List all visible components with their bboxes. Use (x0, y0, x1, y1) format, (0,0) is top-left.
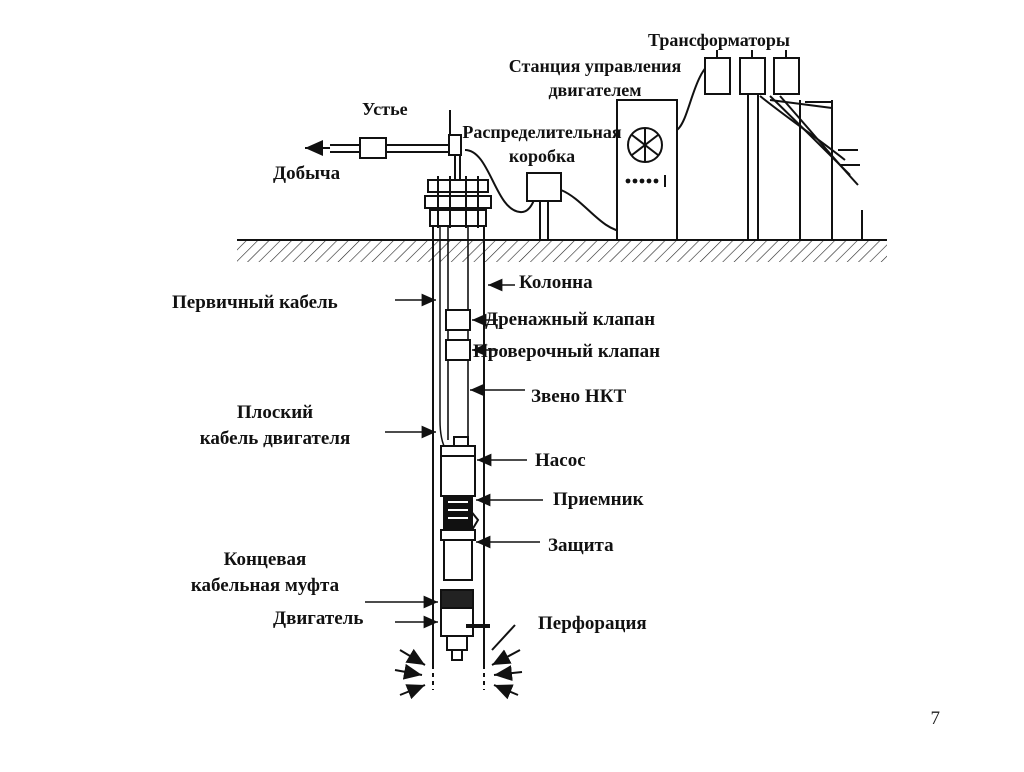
label-end-splice-line2: кабельная муфта (190, 574, 340, 596)
label-protector: Защита (548, 535, 614, 556)
box-to-station-cable (560, 189, 626, 233)
label-motor: Двигатель (273, 608, 364, 629)
label-casing: Колонна (519, 272, 593, 293)
surface-cable (464, 149, 535, 214)
label-primary-cable: Первичный кабель (172, 292, 338, 313)
label-end-splice: Концевая кабельная муфта (160, 549, 370, 598)
ground (237, 239, 887, 262)
label-control-station-line1: Станция управления (508, 56, 682, 76)
junction-box (526, 172, 562, 240)
page-number: 7 (930, 708, 941, 729)
label-production: Добыча (273, 163, 341, 184)
callout-lines (365, 278, 543, 629)
valves (445, 309, 471, 361)
control-station (616, 99, 678, 241)
label-transformers: Трансформаторы (648, 30, 790, 50)
label-flat-cable-line2: кабель двигателя (199, 427, 351, 449)
label-intake: Приемник (553, 489, 644, 510)
wellhead (424, 176, 492, 228)
protector-body (440, 529, 476, 581)
label-wellhead: Устье (362, 99, 408, 119)
label-drain-valve: Дренажный клапан (485, 309, 656, 330)
label-junction-box: Распределительная коробка (444, 122, 640, 167)
label-junction-box-line2: коробка (508, 145, 576, 166)
perforation-marks (394, 624, 523, 700)
label-flat-cable: Плоский кабель двигателя (170, 402, 380, 451)
label-junction-box-line1: Распределительная (462, 122, 622, 142)
label-perforation: Перфорация (538, 613, 647, 634)
production-line (305, 110, 462, 180)
transformers (704, 50, 863, 240)
intake-body (443, 495, 480, 531)
motor-body (440, 589, 490, 661)
tubing (447, 225, 469, 440)
label-control-station: Станция управления двигателем (486, 56, 704, 101)
label-flat-cable-line1: Плоский (236, 402, 314, 423)
label-pump: Насос (535, 450, 586, 471)
pump-body (440, 436, 476, 497)
label-tubing-joint: Звено НКТ (531, 386, 627, 407)
label-end-splice-line1: Концевая (223, 549, 307, 570)
label-check-valve: Проверочный клапан (473, 341, 661, 362)
label-control-station-line2: двигателем (548, 79, 642, 100)
